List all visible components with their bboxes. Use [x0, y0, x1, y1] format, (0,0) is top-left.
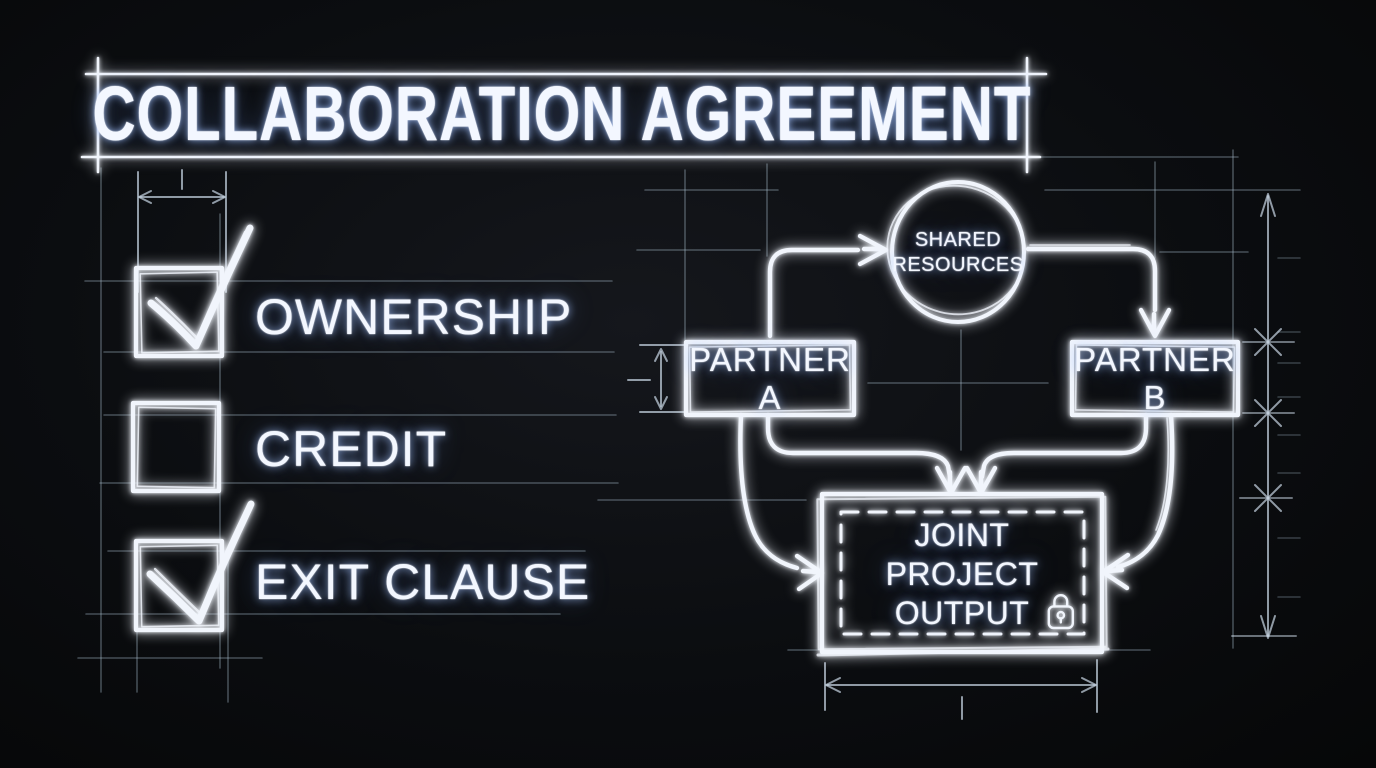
- node-label-partner-b: PARTNER B: [1074, 340, 1236, 416]
- checklist-item-label-ownership: OWNERSHIP: [255, 289, 573, 345]
- page-title: COLLABORATION AGREEMENT: [93, 70, 1031, 158]
- edge-partner-b-to-output-side: [1100, 412, 1175, 591]
- dimension-arrow-partner-a-height: [627, 344, 685, 413]
- edge-partner-b-to-output-top: [964, 412, 1149, 496]
- dimension-arrow-right-height: [1231, 193, 1297, 639]
- edge-partner-a-to-output-side: [738, 412, 825, 592]
- checklist-item-label-exit-clause: EXIT CLAUSE: [255, 554, 591, 610]
- edge-partner-a-to-shared: [767, 233, 889, 339]
- node-shared-resources-circle: [886, 180, 1026, 324]
- node-label-joint-output: JOINT PROJECT OUTPUT: [885, 516, 1039, 631]
- edge-shared-to-partner-b: [1025, 244, 1172, 339]
- page-title-text: COLLABORATION AGREEMENT: [92, 70, 1032, 157]
- edge-partner-a-to-output-top: [765, 412, 968, 496]
- checkbox-ownership: [133, 265, 225, 359]
- checkmark-exit-clause: [146, 500, 255, 625]
- checkmark-ownership: [147, 224, 254, 350]
- dimension-arrow-output-width: [824, 659, 1098, 720]
- node-partner-b-box: [1069, 339, 1241, 418]
- checkbox-exit-clause: [133, 538, 225, 633]
- checkbox-credit: [130, 400, 222, 494]
- checklist-item-label-credit: CREDIT: [255, 421, 448, 477]
- lock-icon: [1047, 594, 1075, 630]
- node-label-shared-resources: SHARED RESOURCES: [892, 229, 1024, 276]
- node-label-partner-a: PARTNER A: [689, 340, 851, 416]
- right-ruler-ticks: [1277, 257, 1301, 598]
- joint-output-dashed-border: [839, 510, 1086, 636]
- title-frame: [80, 56, 1048, 174]
